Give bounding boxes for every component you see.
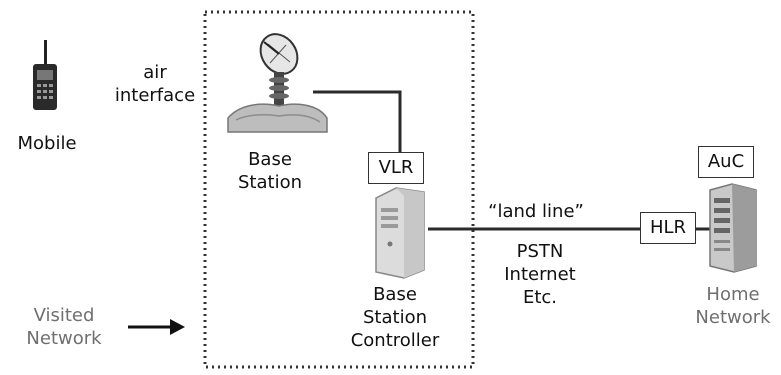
base-station-line-1: Base [248, 149, 292, 170]
visited-network-label: Visited Network [14, 304, 114, 350]
land-line-label: “land line” [488, 201, 584, 222]
satellite-dish-icon [227, 33, 328, 133]
visited-network-boundary [203, 10, 475, 369]
controller-line-1: Base [373, 284, 417, 305]
air-interface-line-2: interface [114, 85, 196, 106]
base-station-label: Base Station [225, 148, 315, 194]
mobile-label: Mobile [17, 133, 77, 154]
air-interface-line-1: air [143, 62, 167, 83]
home-network-label: Home Network [686, 283, 780, 329]
home-network-line-2: Network [695, 307, 771, 328]
controller-line-3: Controller [350, 330, 440, 351]
auc-box: AuC [698, 146, 754, 178]
network-type-internet: Internet [504, 264, 576, 285]
network-type-pstn: PSTN [516, 241, 564, 262]
hlr-box: HLR [640, 212, 696, 244]
network-types-label: PSTN Internet Etc. [484, 240, 596, 309]
mobile-phone-icon [33, 40, 57, 110]
arrow-head-icon [170, 319, 185, 335]
vlr-box: VLR [368, 152, 424, 184]
base-station-controller-label: Base Station Controller [330, 283, 460, 352]
home-network-line-1: Home [706, 284, 760, 305]
base-station-line-2: Station [238, 172, 302, 193]
visited-network-line-2: Network [26, 328, 102, 349]
base-station-to-controller-link [313, 90, 402, 152]
pc-tower-icon [375, 187, 425, 279]
server-tower-icon [709, 183, 757, 273]
air-interface-label: air interface [110, 61, 200, 107]
visited-network-line-1: Visited [33, 305, 95, 326]
network-type-etc: Etc. [522, 287, 558, 308]
controller-line-2: Station [363, 307, 427, 328]
